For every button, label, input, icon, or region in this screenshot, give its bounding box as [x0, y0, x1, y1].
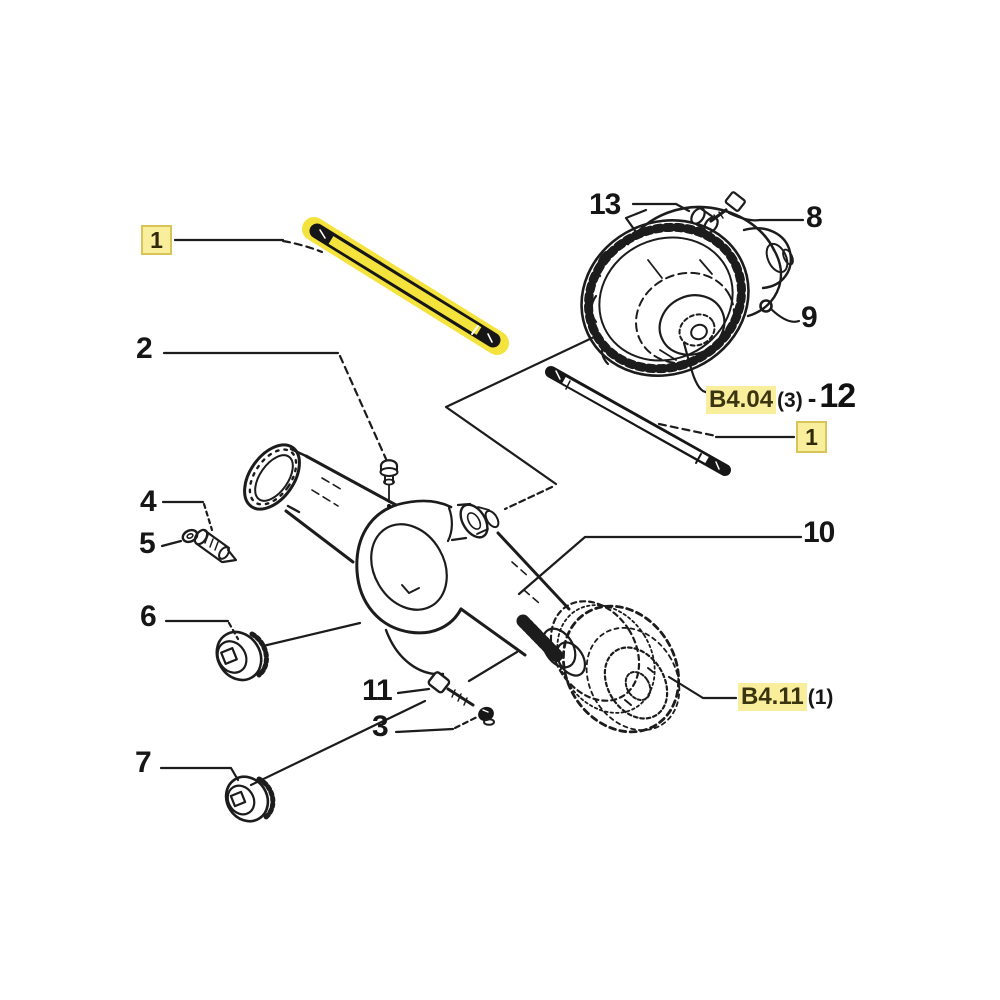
callout-7-drain-plug: 7: [135, 746, 152, 779]
reference-b411-row: B4.11 (1): [738, 683, 833, 711]
callout-box-axle-shaft-left: 1: [141, 225, 172, 255]
reference-b404-row: B4.04 (3) - 12: [706, 377, 856, 415]
reference-code-b411: B4.11: [738, 683, 807, 711]
axle-shaft-highlighted: [302, 217, 509, 355]
callout-5-washer: 5: [139, 527, 156, 560]
breather-2: [379, 459, 399, 503]
callout-label: 1: [150, 226, 163, 253]
callout-10-axle-housing: 10: [803, 516, 835, 549]
callout-11-bolt-lower: 11: [362, 674, 393, 707]
reference-separator: -: [807, 383, 817, 413]
seal-ring-9: [759, 299, 773, 313]
nut-3: [478, 706, 495, 726]
callout-2-breather: 2: [136, 332, 153, 365]
callout-8-bolt-upper: 8: [806, 201, 823, 234]
bolt-8: [709, 191, 746, 223]
brake-drum: [549, 600, 681, 734]
differential-carrier: [580, 205, 794, 377]
callout-13-damper: 13: [589, 188, 621, 221]
callout-label: 1: [805, 423, 818, 450]
callout-4-bleed-screw: 4: [140, 485, 157, 518]
axle-shaft: [545, 366, 731, 476]
leader-lines: [159, 202, 805, 787]
bleed-screw-4: [193, 528, 238, 564]
bolt-11: [427, 671, 475, 707]
callout-6-filler-plug: 6: [140, 600, 157, 633]
callout-12-differential: 12: [819, 377, 856, 415]
callout-3-nut: 3: [372, 710, 389, 743]
reference-qty-b411: (1): [807, 686, 834, 709]
washer-5: [181, 528, 199, 544]
reference-qty-b404: (3): [777, 389, 803, 412]
drain-plug-7: [224, 775, 276, 823]
callout-box-axle-shaft-right: 1: [796, 421, 827, 453]
reference-code-b404: B4.04: [706, 386, 777, 414]
callout-9-seal-ring: 9: [801, 301, 818, 334]
filler-plug-6: [215, 630, 269, 682]
damper-bushing-13: [690, 206, 719, 235]
